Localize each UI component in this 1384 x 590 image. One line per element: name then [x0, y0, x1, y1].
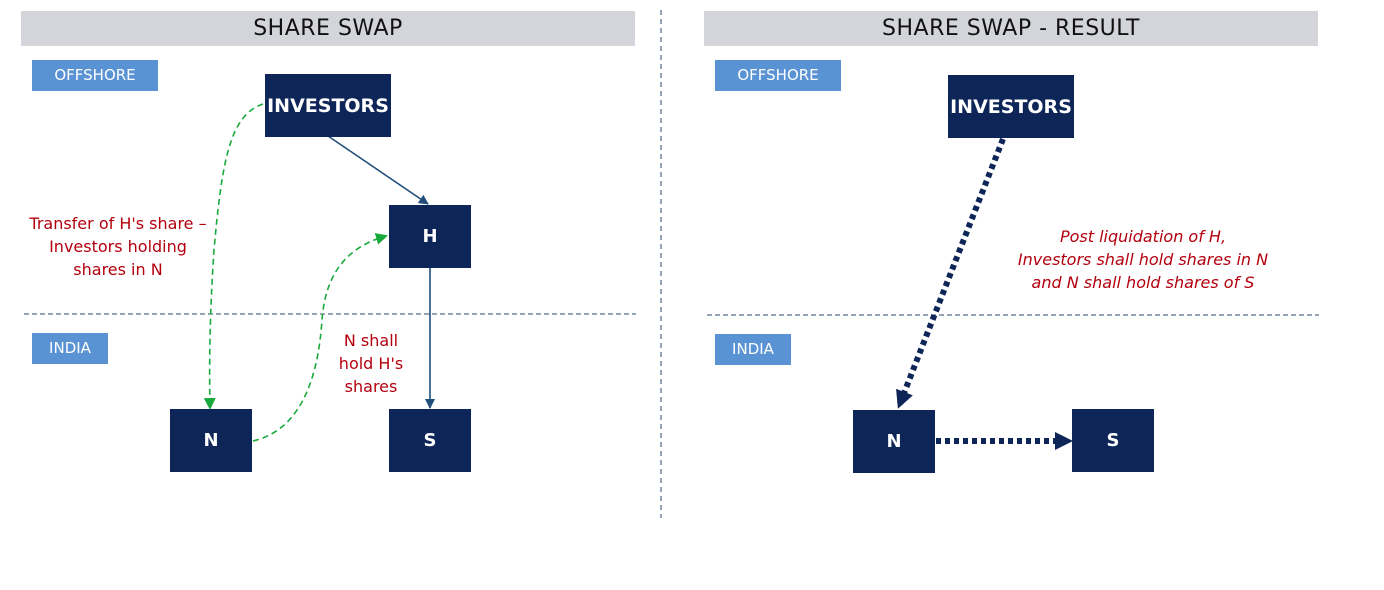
transfer-note: Transfer of H's share – Investors holdin… [6, 212, 230, 281]
result-note-line-2: Investors shall hold shares in N [1017, 250, 1269, 269]
arrow-n-to-h [252, 233, 388, 442]
transfer-note-line-1: Transfer of H's share – [29, 214, 207, 233]
investors-node: INVESTORS [265, 74, 391, 137]
result-note: Post liquidation of H, Investors shall h… [990, 225, 1296, 294]
result-n-node: N [853, 410, 935, 473]
left-india-label: INDIA [32, 333, 108, 364]
n-hold-note-line-1: N shall [343, 331, 399, 350]
n-hold-note-line-2: hold H's [338, 354, 404, 373]
s-node: S [389, 409, 471, 472]
right-panel-title: SHARE SWAP - RESULT [704, 11, 1318, 46]
h-node: H [389, 205, 471, 268]
n-node: N [170, 409, 252, 472]
arrow-result-investors-to-n [896, 137, 1006, 409]
transfer-note-line-3: shares in N [73, 260, 163, 279]
right-offshore-label: OFFSHORE [715, 60, 841, 91]
result-note-line-1: Post liquidation of H, [1059, 227, 1227, 246]
left-panel-title: SHARE SWAP [21, 11, 635, 46]
right-india-label: INDIA [715, 334, 791, 365]
result-investors-node: INVESTORS [948, 75, 1074, 138]
arrow-investors-to-h [327, 135, 429, 205]
n-hold-note-line-3: shares [344, 377, 398, 396]
result-s-node: S [1072, 409, 1154, 472]
arrow-investors-to-n [203, 103, 264, 410]
result-note-line-3: and N shall hold shares of S [1031, 273, 1255, 292]
left-offshore-label: OFFSHORE [32, 60, 158, 91]
transfer-note-line-2: Investors holding [49, 237, 187, 256]
n-hold-note: N shall hold H's shares [325, 329, 417, 398]
